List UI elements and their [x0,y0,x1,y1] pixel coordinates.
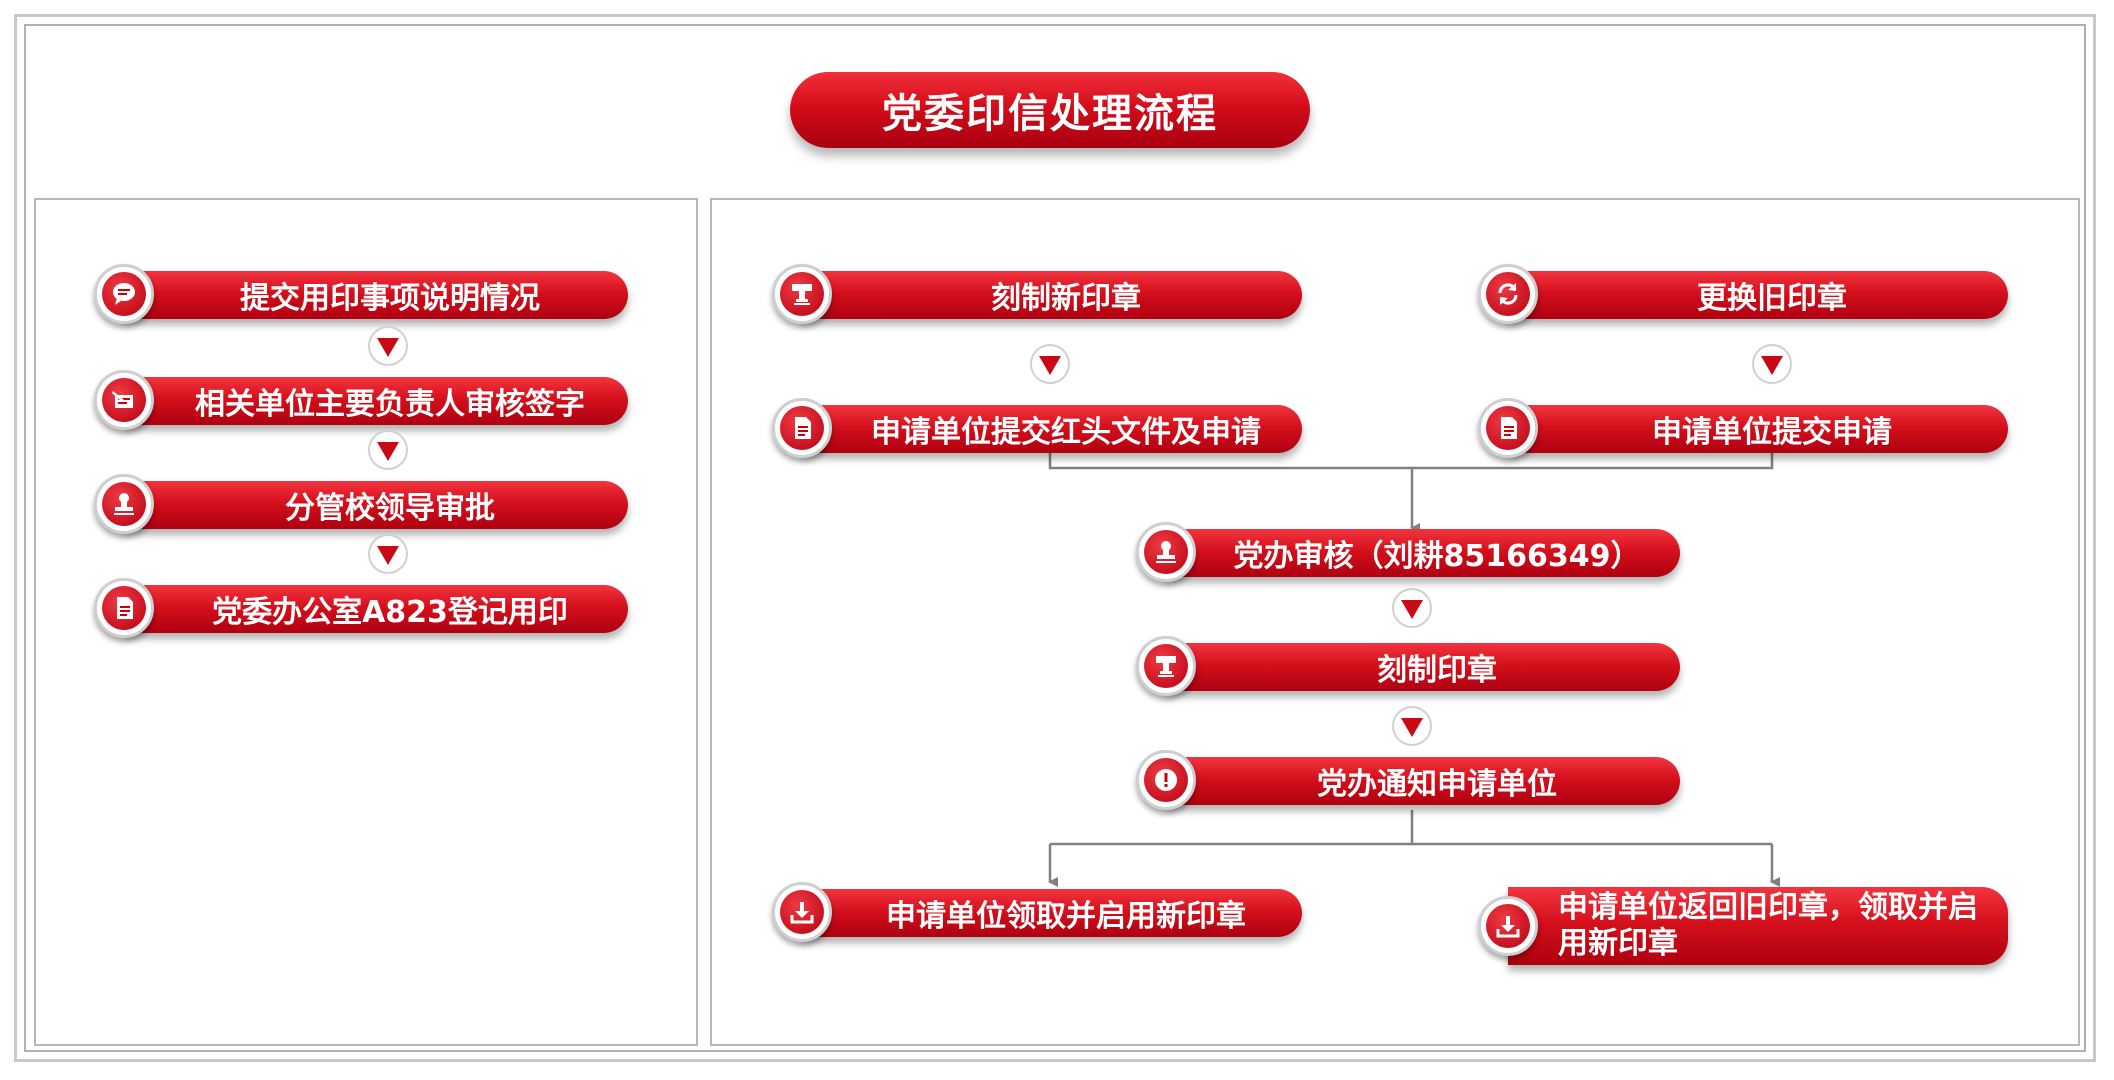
inner-frame [24,24,2086,1052]
step-return-old-seal: 申请单位返回旧印章，领取并启用新印章 [1478,884,2008,968]
engrave-icon [772,264,832,324]
step-leader-approve-label: 分管校领导审批 [124,481,628,529]
step-engrave: 刻制印章 [1136,636,1680,696]
step-notify-unit: 党办通知申请单位 [1136,750,1680,810]
download-icon [772,882,832,942]
step-replace-seal-label: 更换旧印章 [1508,271,2008,319]
step-return-old-seal-label: 申请单位返回旧印章，领取并启用新印章 [1508,887,2008,965]
connector-split [1050,810,1772,846]
flow-down-arrow-icon [368,430,408,470]
flow-down-arrow-icon [1752,344,1792,384]
connector-merge-left [1048,452,1412,470]
engrave-icon [1136,636,1196,696]
flow-down-arrow-icon [1392,706,1432,746]
step-submit-explanation: 提交用印事项说明情况 [94,264,628,324]
document-icon [1478,398,1538,458]
step-notify-unit-label: 党办通知申请单位 [1166,757,1680,805]
outer-frame [14,14,2096,1062]
step-new-seal-submit: 申请单位提交红头文件及申请 [772,398,1302,458]
document-icon [772,398,832,458]
sign-pen-icon [94,370,154,430]
page-title: 党委印信处理流程 [790,72,1310,148]
step-leader-approve: 分管校领导审批 [94,474,628,534]
connector-merge-right [1412,452,1774,470]
step-new-seal-submit-label: 申请单位提交红头文件及申请 [802,405,1302,453]
flow-down-arrow-icon [1030,344,1070,384]
stamp-icon [1136,522,1196,582]
step-collect-new-seal-label: 申请单位领取并启用新印章 [802,889,1302,937]
step-office-review: 党办审核（刘耕85166349） [1136,522,1680,582]
step-engrave-label: 刻制印章 [1166,643,1680,691]
step-new-seal-label: 刻制新印章 [802,271,1302,319]
step-replace-seal-submit-label: 申请单位提交申请 [1508,405,2008,453]
step-unit-head-sign-label: 相关单位主要负责人审核签字 [124,377,628,425]
chat-bubble-icon [94,264,154,324]
download-icon [1478,896,1538,956]
step-replace-seal-submit: 申请单位提交申请 [1478,398,2008,458]
step-replace-seal: 更换旧印章 [1478,264,2008,324]
flow-down-arrow-icon [1392,588,1432,628]
step-office-register: 党委办公室A823登记用印 [94,578,628,638]
step-collect-new-seal: 申请单位领取并启用新印章 [772,882,1302,942]
flow-down-arrow-icon [368,534,408,574]
refresh-icon [1478,264,1538,324]
document-icon [94,578,154,638]
step-new-seal: 刻制新印章 [772,264,1302,324]
alert-icon [1136,750,1196,810]
step-submit-explanation-label: 提交用印事项说明情况 [124,271,628,319]
step-office-register-label: 党委办公室A823登记用印 [124,585,628,633]
step-unit-head-sign: 相关单位主要负责人审核签字 [94,370,628,430]
stamp-icon [94,474,154,534]
step-office-review-label: 党办审核（刘耕85166349） [1166,529,1680,577]
flow-down-arrow-icon [368,326,408,366]
